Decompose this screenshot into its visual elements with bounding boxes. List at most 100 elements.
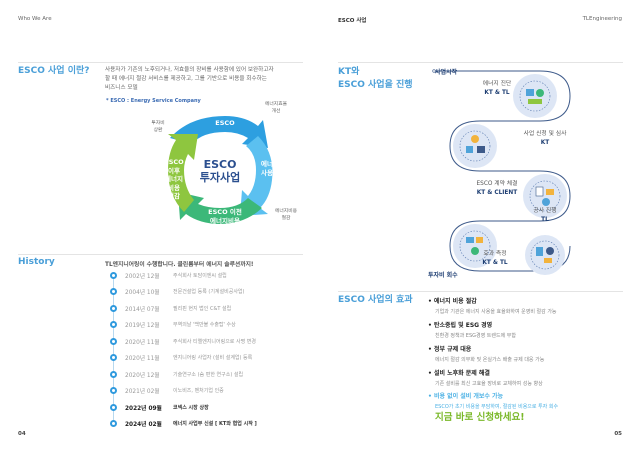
segment-line: ESCO 이전 bbox=[208, 208, 242, 216]
timeline-dot bbox=[110, 271, 117, 279]
title-line: KT와 bbox=[338, 67, 360, 77]
timeline-item: 2020년 11월 엔지니어링 사업자 (설비 설계업) 등록 bbox=[110, 353, 252, 363]
timeline-desc: 코넥스 시장 상장 bbox=[173, 404, 209, 411]
page-number: 05 bbox=[614, 431, 622, 437]
page-header: ESCO 사업 bbox=[338, 18, 367, 24]
segment-line: 절감 bbox=[168, 192, 180, 200]
effect-desc: 기존 설비를 최신 고효율 장비로 교체하여 성능 향상 bbox=[435, 381, 543, 387]
apply-now-cta[interactable]: 지금 바로 신청하세요! bbox=[435, 412, 525, 423]
section-divider bbox=[338, 62, 623, 63]
description-line: 비즈니스 모델 bbox=[105, 85, 138, 91]
segment-label-esco: ESCO bbox=[205, 119, 245, 128]
effect-item: • 탄소중립 및 ESG 경영 친환경 정책과 ESG경영 트렌드에 부합 bbox=[428, 320, 516, 339]
effect-item: • 에너지 비용 절감 기업과 기관은 에너지 사용을 효율화하여 운영비 절감… bbox=[428, 296, 557, 315]
energy-diagnosis-icon bbox=[526, 89, 544, 104]
outer-label-cost-saving: 에너지비용 절감 bbox=[268, 209, 304, 222]
effect-desc: 에너지 절감 의무화 및 온실가스 배출 규제 대응 가능 bbox=[435, 357, 545, 363]
cycle-segment-pre-esco-cost bbox=[178, 192, 262, 224]
step-title: 사업 신청 및 심사 bbox=[523, 131, 567, 137]
outer-label-repayment: 투자비 상환 bbox=[144, 121, 172, 134]
segment-line: 비용 bbox=[168, 183, 180, 192]
center-line: ESCO bbox=[203, 158, 237, 171]
timeline-date: 2020년 11월 bbox=[125, 339, 160, 346]
what-is-esco-title: ESCO 사업 이란? bbox=[18, 66, 90, 76]
timeline-desc: 엔지니어링 사업자 (설비 설계업) 등록 bbox=[173, 355, 253, 361]
effect-item: • 정부 규제 대응 에너지 절감 의무화 및 온실가스 배출 규제 대응 가능 bbox=[428, 344, 544, 363]
esco-cycle-diagram bbox=[168, 116, 273, 224]
description-line: 사용자가 기존의 노후되거나, 저효율의 장비를 사용함에 있어 보완하고자 bbox=[105, 67, 274, 73]
outer-line: 에너지효율 bbox=[264, 102, 288, 107]
timeline-dot bbox=[110, 304, 117, 312]
segment-label-energy-user: 에너지 사용자 bbox=[252, 160, 288, 177]
effect-title: • 탄소중립 및 ESG 경영 bbox=[428, 322, 493, 329]
timeline-date: 2021년 02월 bbox=[125, 389, 160, 395]
segment-label-post-esco: ESCO 이후 에너지 비용 절감 bbox=[160, 158, 188, 201]
timeline-dot bbox=[110, 288, 117, 295]
kt-process-title: KT와 ESCO 사업을 진행 bbox=[338, 66, 413, 92]
flow-end-label: 투자비 회수 bbox=[428, 272, 458, 279]
cycle-segment-post-esco-saving bbox=[168, 134, 198, 212]
timeline-dot bbox=[110, 354, 117, 361]
process-step-2: 사업 신청 및 심사 KT bbox=[510, 130, 580, 148]
flow-start-label: 사업시작 bbox=[435, 69, 458, 76]
timeline-desc: 전문건설업 등록 (기계설비공사업) bbox=[173, 289, 245, 295]
start-node bbox=[432, 69, 436, 73]
timeline-date: 2020년 11월 bbox=[125, 356, 160, 362]
effect-item: • 설비 노후화 문제 해결 기존 설비를 최신 고효율 장비로 교체하여 성능… bbox=[428, 368, 543, 387]
process-step-3: ESCO 계약 체결 KT & CLIENT bbox=[462, 180, 532, 198]
segment-line: 에너지비용 bbox=[210, 216, 240, 225]
page-header: Who We Are bbox=[18, 16, 52, 22]
segment-line: 에너지 bbox=[261, 160, 279, 168]
step-title: ESCO 계약 체결 bbox=[476, 181, 518, 187]
effect-title: • 비용 없이 설비 개보수 가능 bbox=[428, 393, 504, 400]
process-step-1: 에너지 진단 KT & TL bbox=[462, 80, 532, 98]
timeline-dot bbox=[110, 370, 117, 378]
process-step-5: 효과 측정 KT & TL bbox=[460, 250, 530, 268]
timeline-date: 2022년 09월 bbox=[125, 405, 162, 412]
construction-icon bbox=[466, 237, 483, 255]
timeline-desc: 이노비즈, 벤처기업 인증 bbox=[173, 388, 224, 394]
segment-line: 이후 bbox=[168, 166, 180, 175]
timeline-dot bbox=[110, 403, 117, 411]
left-page: Who We Are ESCO 사업 이란? 사용자가 기존의 노후되거나, 저… bbox=[18, 16, 305, 437]
outer-line: 절감 bbox=[281, 215, 291, 221]
timeline-desc: 에너지 사업부 신설 [ KT와 협업 시작 ] bbox=[173, 421, 257, 427]
contract-icon bbox=[535, 186, 554, 206]
section-divider bbox=[18, 254, 303, 255]
title-line: ESCO 사업을 진행 bbox=[338, 80, 413, 90]
outer-line: 투자비 bbox=[151, 121, 165, 126]
step-bubble bbox=[523, 174, 567, 218]
outer-line: 에너지비용 bbox=[274, 209, 298, 214]
outer-line: 상환 bbox=[153, 127, 163, 133]
timeline-item-highlight: 2022년 09월 코넥스 시장 상장 bbox=[110, 402, 209, 412]
effect-title: • 에너지 비용 절감 bbox=[428, 298, 477, 305]
timeline-dot bbox=[110, 337, 117, 345]
section-divider bbox=[338, 291, 623, 292]
outer-line: 개선 bbox=[271, 108, 281, 114]
step-party: KT bbox=[540, 140, 550, 146]
segment-line: 사용자 bbox=[261, 168, 279, 177]
timeline-date: 2002년 12월 bbox=[125, 273, 160, 280]
history-intro: TL엔지니어링이 수행합니다. 클린룸부터 에너지 솔루션까지! bbox=[105, 262, 254, 268]
timeline-date: 2014년 07월 bbox=[125, 306, 160, 313]
effect-title: • 정부 규제 대응 bbox=[428, 346, 472, 353]
timeline-desc: 무역의날 '백만불 수출탑' 수상 bbox=[173, 322, 236, 328]
timeline-dot bbox=[110, 321, 117, 328]
segment-line: ESCO bbox=[164, 158, 184, 166]
section-divider bbox=[18, 62, 303, 63]
esco-footnote: * ESCO : Energy Service Company bbox=[106, 98, 201, 104]
step-title: 에너지 진단 bbox=[482, 81, 512, 87]
timeline-dot bbox=[110, 420, 117, 427]
page-number: 04 bbox=[18, 431, 26, 437]
history-title: History bbox=[18, 257, 55, 267]
esco-description: 사용자가 기존의 노후되거나, 저효율의 장비를 사용함에 있어 보완하고자 할… bbox=[105, 66, 305, 93]
company-name: TLEngineering bbox=[582, 16, 622, 22]
step-party: KT & TL bbox=[482, 260, 508, 266]
effect-desc: ESCO가 초기 비용을 부담하여, 절감된 비용으로 투자 회수 bbox=[435, 404, 559, 410]
timeline-line bbox=[113, 274, 114, 422]
